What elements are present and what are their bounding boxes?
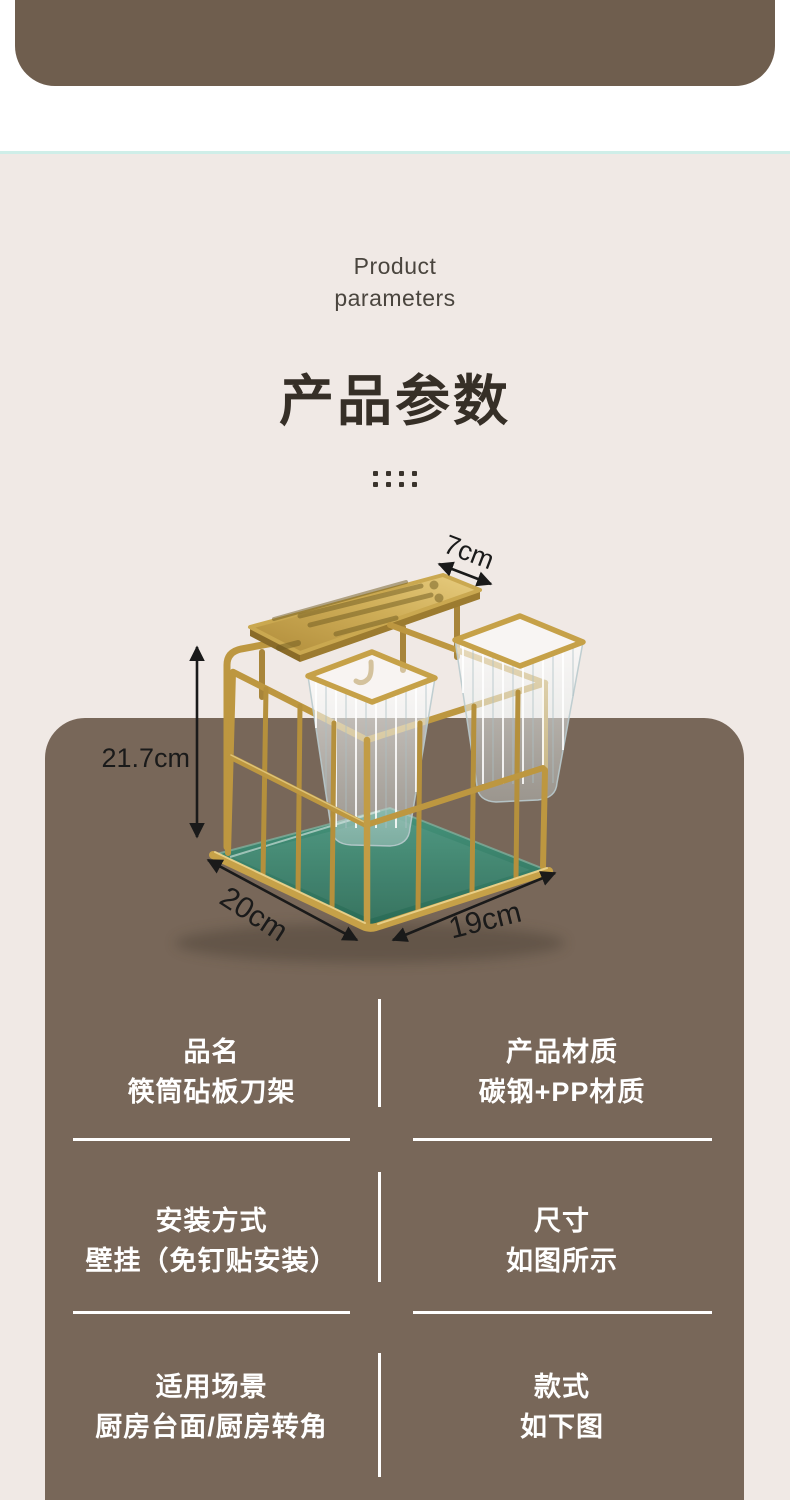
cell-underline: [413, 1138, 712, 1141]
section-title: 产品参数: [278, 370, 511, 432]
subtitle-line2: parameters: [334, 285, 456, 311]
param-label: 款式: [534, 1372, 590, 1402]
dot: [412, 482, 417, 487]
top-banner: [15, 0, 775, 86]
param-value: 厨房台面/厨房转角: [95, 1412, 328, 1442]
column-divider: [378, 1353, 381, 1477]
param-label: 适用场景: [155, 1372, 268, 1402]
param-row-2: 安装方式 壁挂（免钉贴安装） 尺寸 如图所示: [45, 1172, 744, 1345]
dim-arrow-depth: [206, 858, 359, 942]
param-value: 壁挂（免钉贴安装）: [85, 1246, 338, 1276]
param-row-1: 品名 筷筒砧板刀架 产品材质 碳钢+PP材质: [45, 999, 744, 1172]
dot: [373, 482, 378, 487]
dim-arrow-width: [391, 871, 557, 942]
column-divider: [378, 1172, 381, 1282]
dot-row: [373, 471, 417, 476]
dot: [399, 482, 404, 487]
column-divider: [378, 999, 381, 1107]
dot: [412, 471, 417, 476]
cell-underline: [73, 1138, 350, 1141]
param-value: 碳钢+PP材质: [478, 1077, 646, 1107]
dim-arrow-top: [437, 561, 493, 587]
dot: [399, 471, 404, 476]
param-cell: 尺寸 如图所示: [380, 1201, 744, 1281]
dot: [373, 471, 378, 476]
param-cell: 品名 筷筒砧板刀架: [45, 1032, 378, 1112]
param-value: 筷筒砧板刀架: [127, 1077, 296, 1107]
wall-hoop: [223, 632, 316, 851]
subtitle-en: Product parameters: [0, 250, 790, 314]
dot: [386, 482, 391, 487]
param-cell: 产品材质 碳钢+PP材质: [380, 1032, 744, 1112]
dot: [386, 471, 391, 476]
param-cell: 款式 如下图: [380, 1367, 744, 1447]
shelf-slots: [272, 580, 434, 651]
subtitle-line1: Product: [353, 253, 437, 279]
param-value: 如图所示: [506, 1246, 618, 1276]
param-value: 如下图: [520, 1412, 604, 1442]
dots-ornament: [0, 471, 790, 487]
product-figure: 7cm 21.7cm 20cm 19cm: [101, 529, 586, 963]
top-shelf: [248, 573, 482, 700]
teal-divider-line: [0, 151, 790, 154]
chopstick-cup-front: [305, 649, 438, 847]
param-label: 产品材质: [506, 1037, 618, 1067]
cell-underline: [413, 1311, 712, 1314]
param-cell: 安装方式 壁挂（免钉贴安装）: [45, 1201, 378, 1281]
param-row-3: 适用场景 厨房台面/厨房转角 款式 如下图: [45, 1353, 744, 1500]
cell-underline: [73, 1311, 350, 1314]
cup-holder-ring: [452, 613, 586, 669]
dot-row: [373, 482, 417, 487]
dim-label-height: 21.7cm: [101, 743, 190, 773]
param-label: 尺寸: [534, 1206, 590, 1236]
param-cell: 适用场景 厨房台面/厨房转角: [45, 1367, 378, 1447]
cup-holder-ring: [305, 649, 438, 705]
param-label: 品名: [183, 1037, 240, 1067]
param-label: 安装方式: [155, 1206, 268, 1236]
